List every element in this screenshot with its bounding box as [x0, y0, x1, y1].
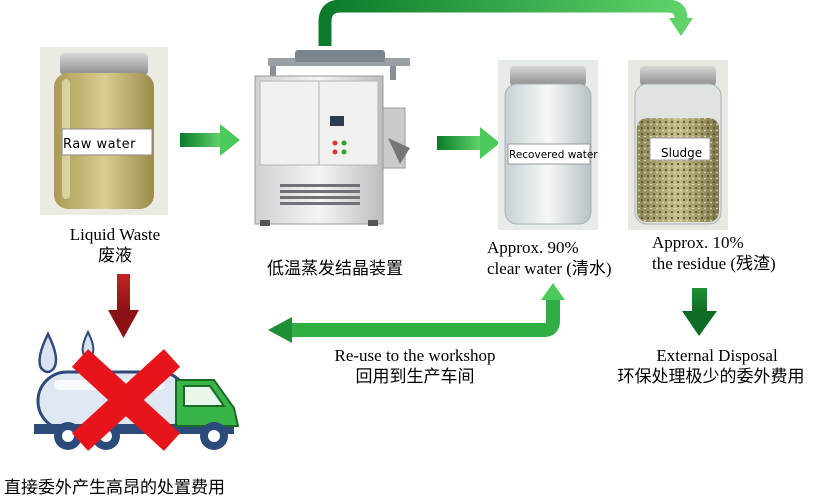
raw-water-label: Raw water — [63, 135, 136, 155]
disposal-caption-line1: External Disposal — [612, 346, 822, 366]
raw-water-jar — [40, 47, 168, 215]
liquid-waste-caption: Liquid Waste — [40, 225, 190, 245]
arrow-raw-to-evaporator — [180, 124, 240, 156]
sludge-caption-line1: Approx. 10% — [652, 233, 744, 253]
arrow-evaporator-to-recovered — [437, 127, 500, 159]
arrow-sludge-to-disposal — [682, 288, 717, 336]
evaporator-caption: 低温蒸发结晶装置 — [240, 259, 430, 279]
liquid-waste-caption-zh: 废液 — [40, 246, 190, 266]
reuse-caption-line2: 回用到生产车间 — [300, 367, 530, 387]
red-cross-icon — [66, 348, 186, 452]
recovered-caption-line1: Approx. 90% — [487, 238, 579, 258]
reuse-caption-line1: Re-use to the workshop — [300, 346, 530, 366]
sludge-caption-line2: the residue (残渣) — [652, 254, 776, 274]
sludge-label: Sludge — [661, 143, 702, 163]
truck-caption: 直接委外产生高昂的处置费用 — [4, 478, 225, 498]
arrow-evaporator-to-sludge — [325, 6, 693, 46]
arrow-reuse-to-workshop — [268, 283, 565, 343]
disposal-caption-line2: 环保处理极少的委外费用 — [600, 367, 822, 387]
recovered-caption-line2: clear water (清水) — [487, 259, 612, 279]
recovered-water-label: Recovered water — [509, 145, 598, 165]
evaporator-machine — [250, 48, 420, 228]
arrow-waste-to-truck — [108, 274, 139, 338]
